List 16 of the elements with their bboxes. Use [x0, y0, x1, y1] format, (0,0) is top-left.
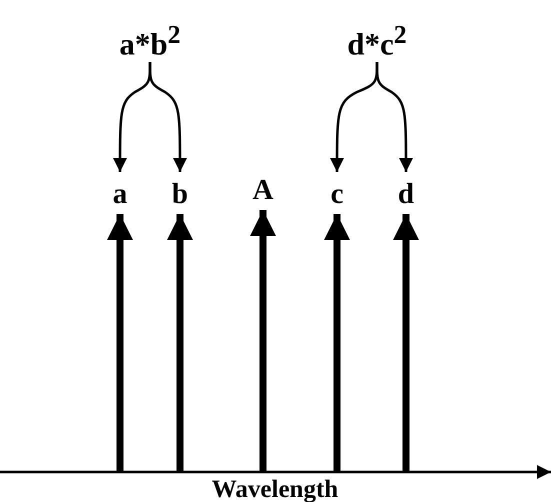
- curved-arrow: [330, 62, 378, 172]
- formula-label: a*b$^{2}$: [105, 22, 195, 60]
- peak-label: b: [165, 176, 195, 212]
- thick-arrow: [324, 214, 350, 471]
- thick-arrow: [167, 214, 193, 471]
- peak-label: a: [105, 176, 135, 212]
- curved-arrow: [113, 62, 152, 172]
- thick-arrow: [107, 214, 133, 471]
- thick-arrow: [393, 214, 419, 471]
- curved-arrow: [376, 62, 413, 172]
- peak-label: c: [322, 176, 352, 212]
- peak-label: A: [248, 172, 278, 208]
- peak-label: d: [391, 176, 421, 212]
- thick-arrow: [250, 210, 276, 471]
- formula-label: d*c$^{2}$: [332, 22, 422, 60]
- curved-arrow: [148, 62, 187, 172]
